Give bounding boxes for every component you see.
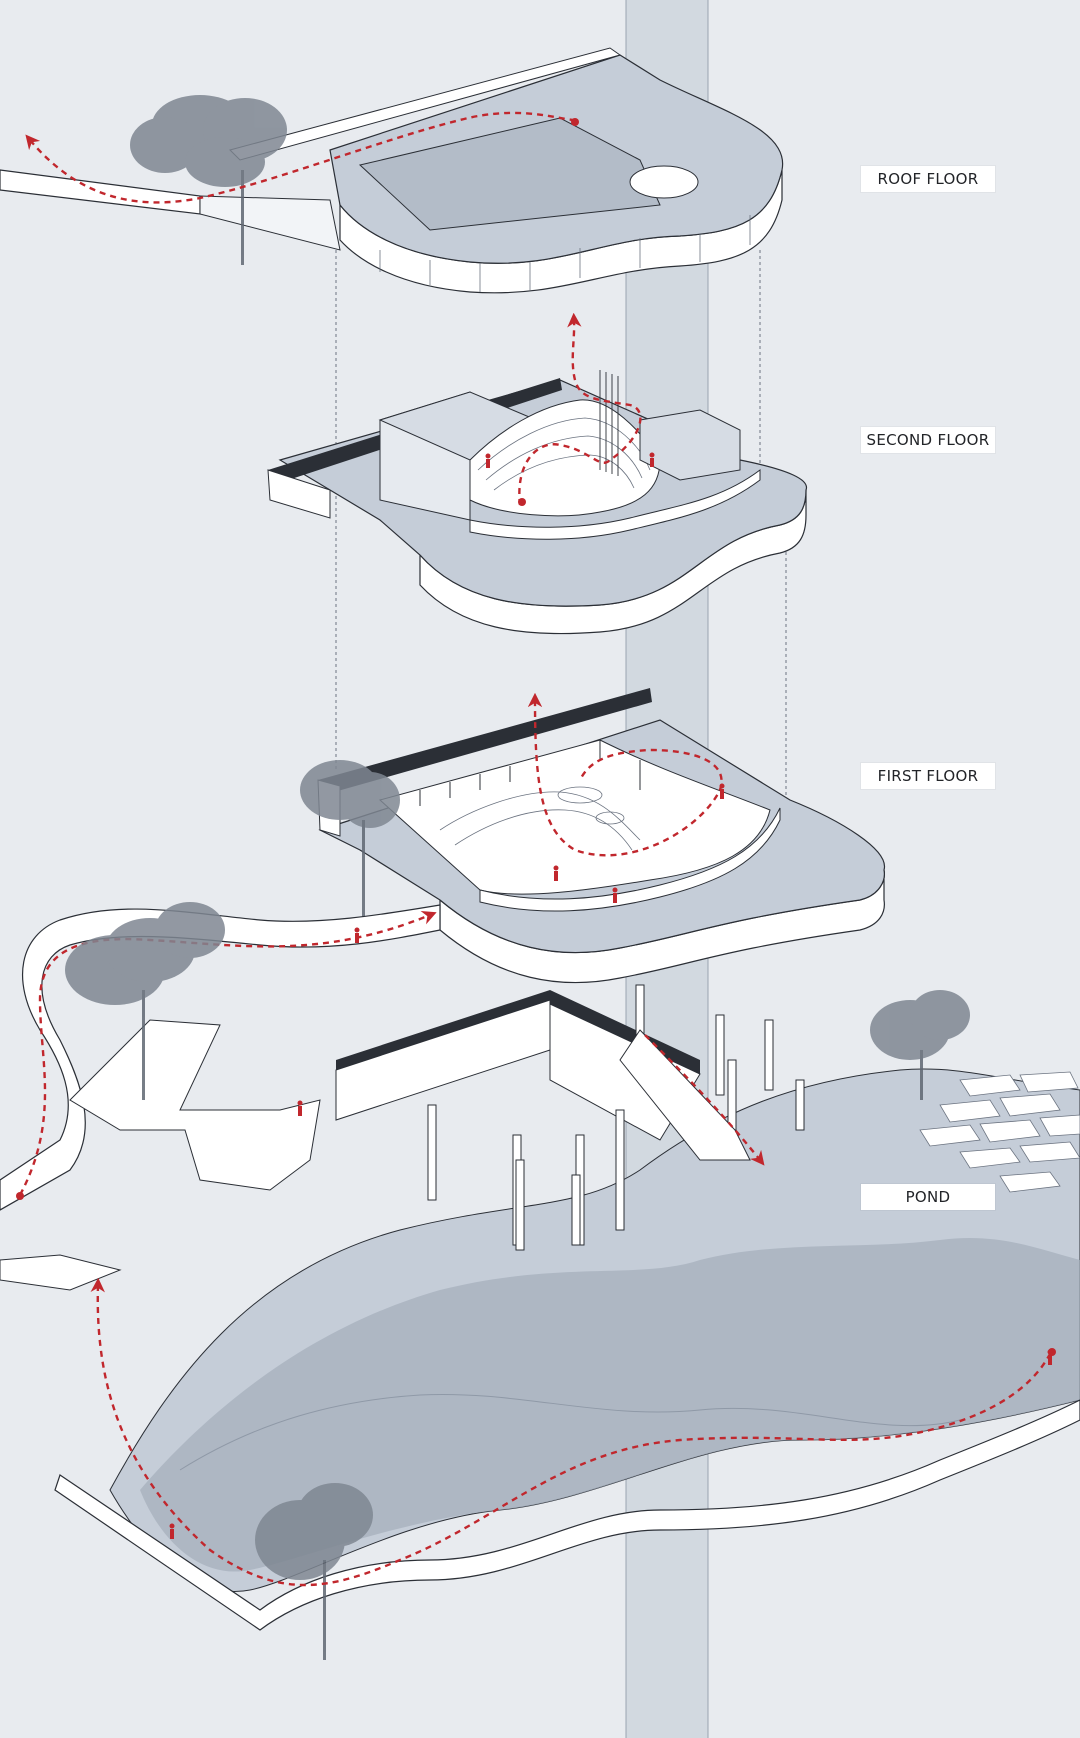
first-floor-label: FIRST FLOOR xyxy=(861,763,995,789)
first-floor-assembly xyxy=(0,688,885,1211)
second-floor-label: SECOND FLOOR xyxy=(861,427,995,453)
second-floor-assembly xyxy=(267,312,808,635)
roof-floor-assembly xyxy=(0,47,784,294)
roof-floor-label: ROOF FLOOR xyxy=(861,166,995,192)
tree-icon xyxy=(65,902,970,1660)
ground-level-assembly xyxy=(0,902,1080,1660)
pond-label: POND xyxy=(861,1184,995,1210)
stepping-stones xyxy=(919,1071,1080,1193)
first-interior-circulation xyxy=(527,692,723,857)
person-icon xyxy=(485,452,655,468)
pond-circulation-path xyxy=(90,1277,1054,1587)
columns xyxy=(427,984,805,1251)
tree-icon xyxy=(300,760,400,920)
first-interior xyxy=(378,739,771,895)
stair-circulation-path xyxy=(644,1034,765,1166)
tree-icon xyxy=(130,95,287,265)
pond-boardwalk xyxy=(54,1399,1080,1631)
ground-zigzag-stair xyxy=(69,1019,321,1191)
